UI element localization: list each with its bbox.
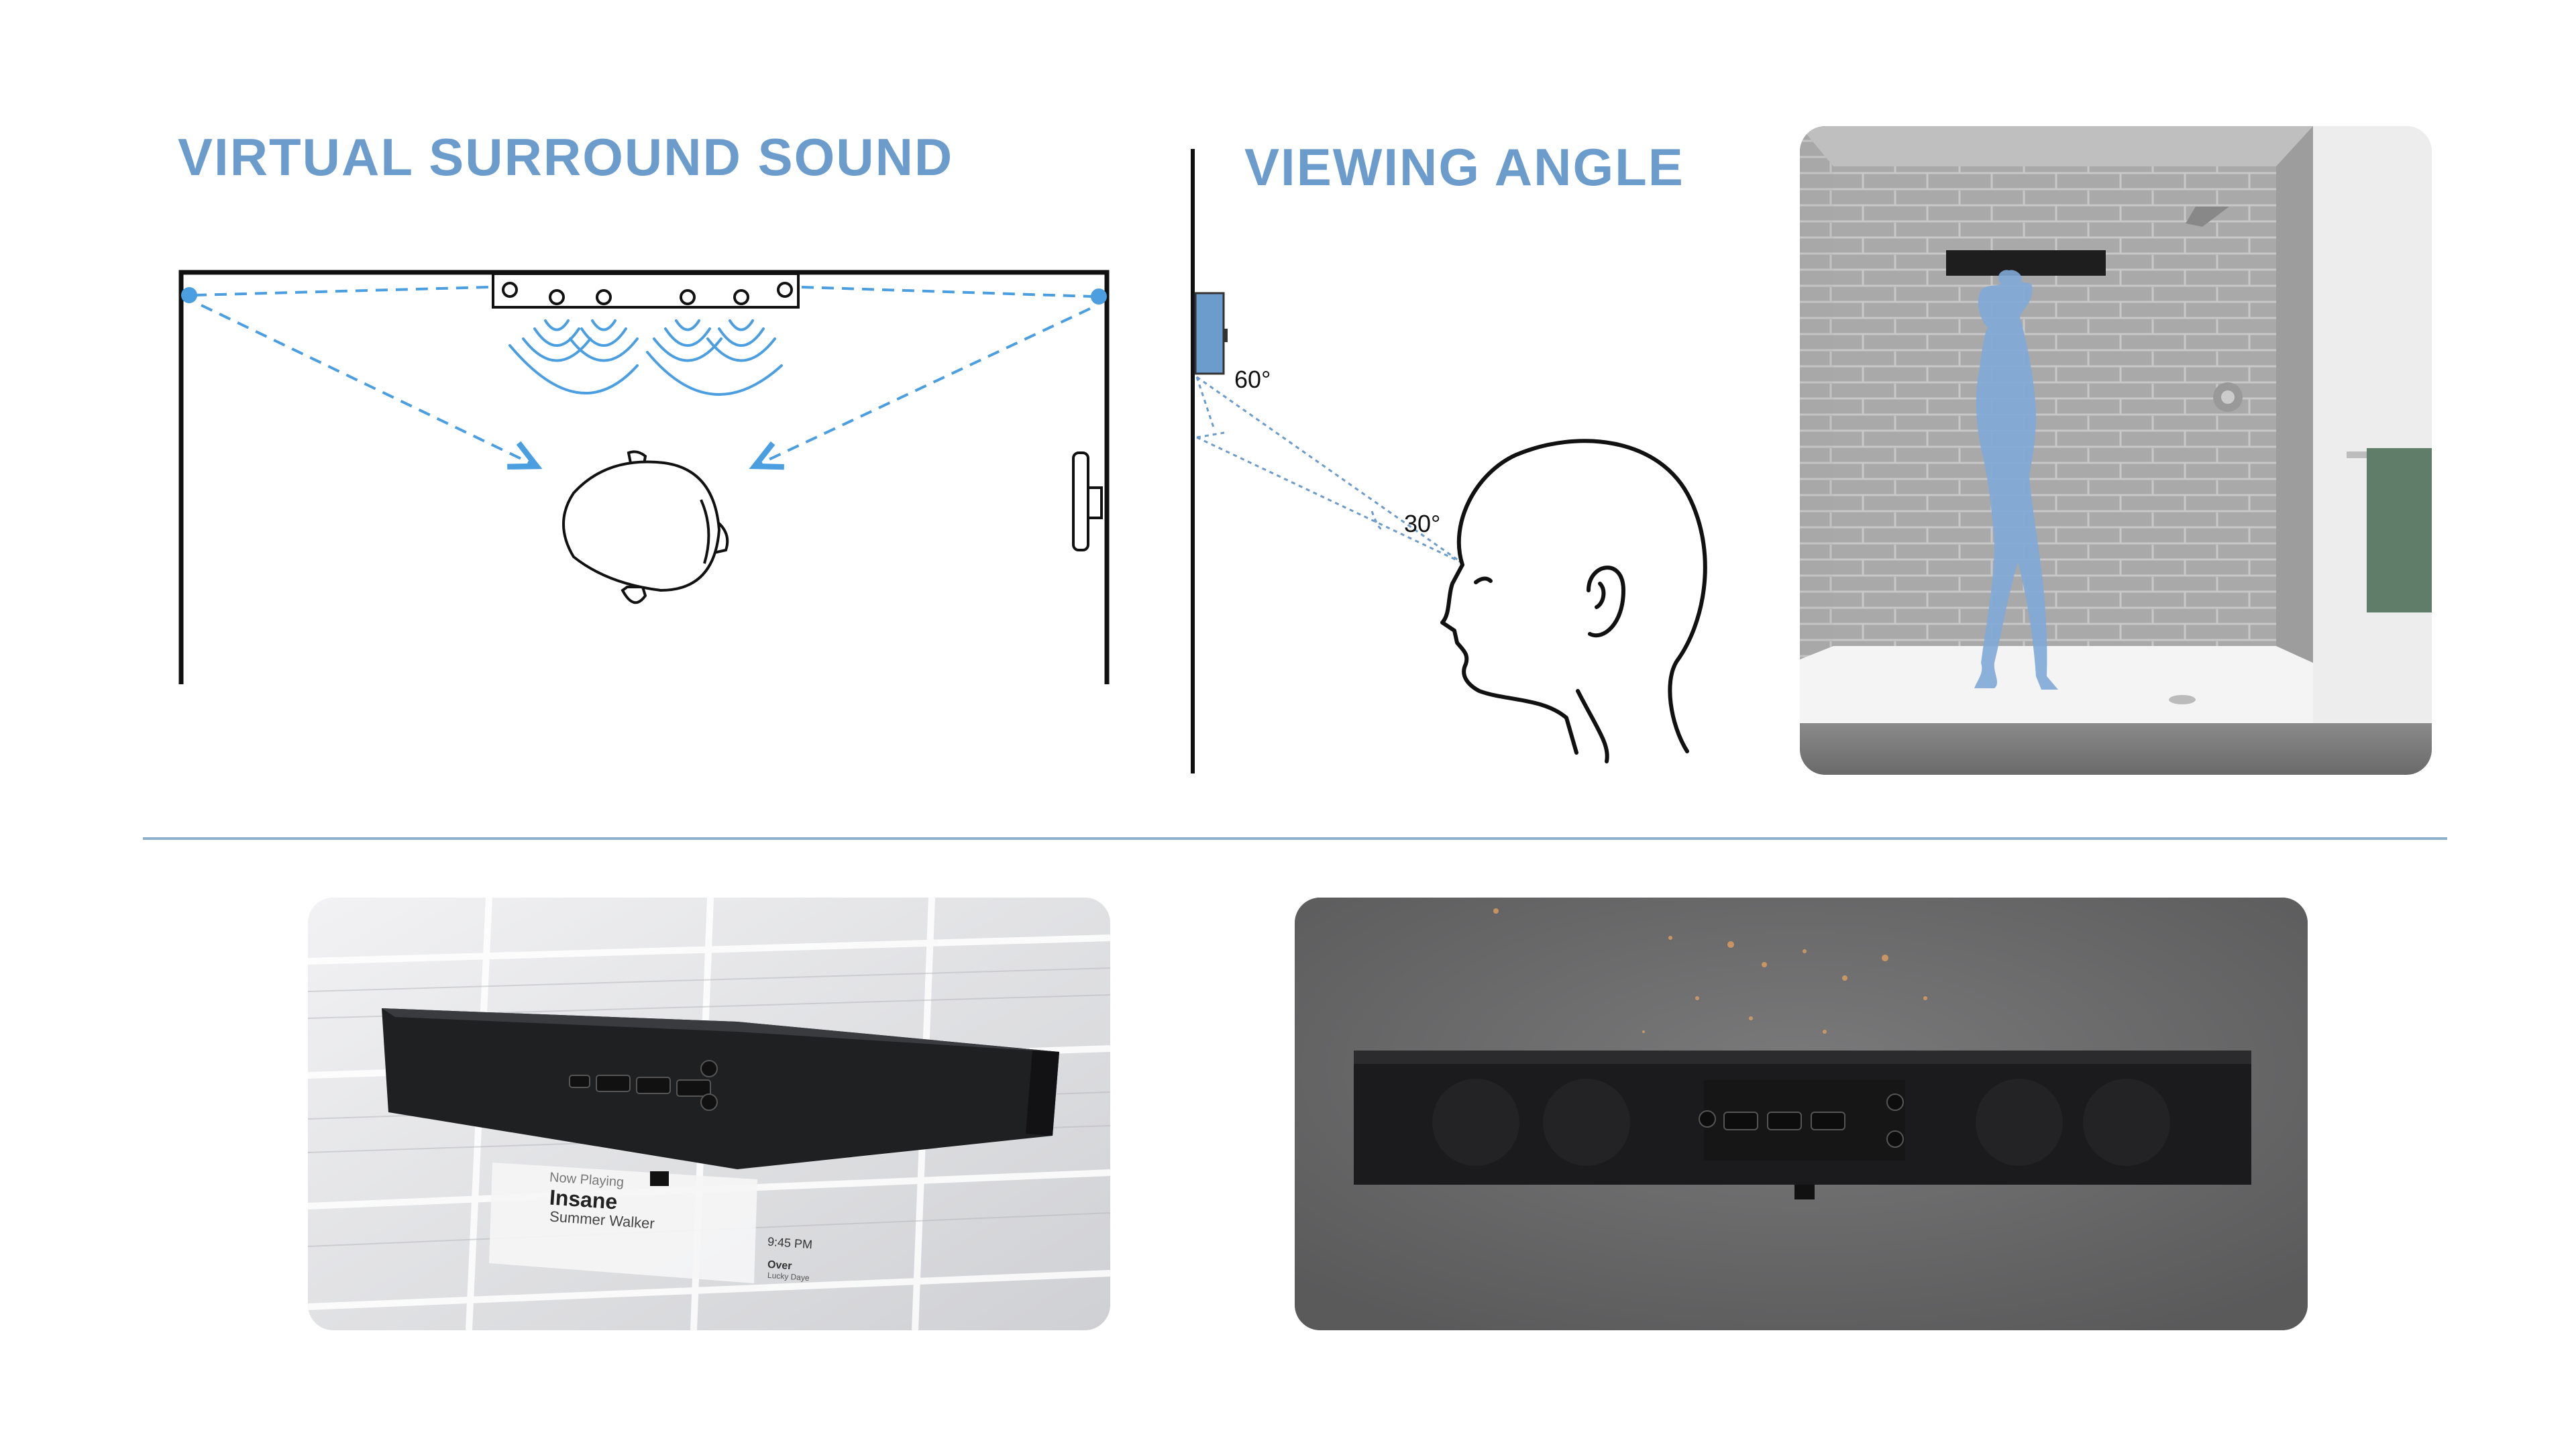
reflection-point-right (1091, 288, 1107, 305)
sound-wave-icon (508, 319, 783, 396)
angle-label-30: 30° (1404, 510, 1441, 537)
soundbar-side-view (1194, 292, 1225, 375)
door-handle (1072, 451, 1103, 551)
sight-lines (1195, 376, 1462, 564)
person-head-profile (1440, 439, 1707, 763)
angle-label-60: 60° (1234, 366, 1271, 393)
surround-room-diagram (178, 270, 1110, 684)
towel (2367, 448, 2432, 612)
shower-scene-photo (1800, 126, 2432, 775)
viewing-angle-title: VIEWING ANGLE (1244, 138, 1684, 197)
soundbar-angled-view (382, 1008, 1059, 1186)
soundbar-dark-front-photo (1295, 898, 2308, 1330)
surround-sound-title: VIRTUAL SURROUND SOUND (178, 127, 954, 186)
viewing-angle-diagram (1191, 149, 1707, 773)
soundbar-tile-wall-photo: Now Playing Insane Summer Walker 9:45 PM… (308, 898, 1110, 1330)
soundbar-front-view (1354, 1051, 2251, 1199)
listener-head-top-view (562, 450, 729, 604)
reflection-point-left (181, 287, 197, 303)
mounted-soundbar (1946, 250, 2106, 276)
person-silhouette (1974, 270, 2058, 690)
soundbar-top-view (492, 272, 800, 309)
sound-paths (194, 286, 1094, 470)
